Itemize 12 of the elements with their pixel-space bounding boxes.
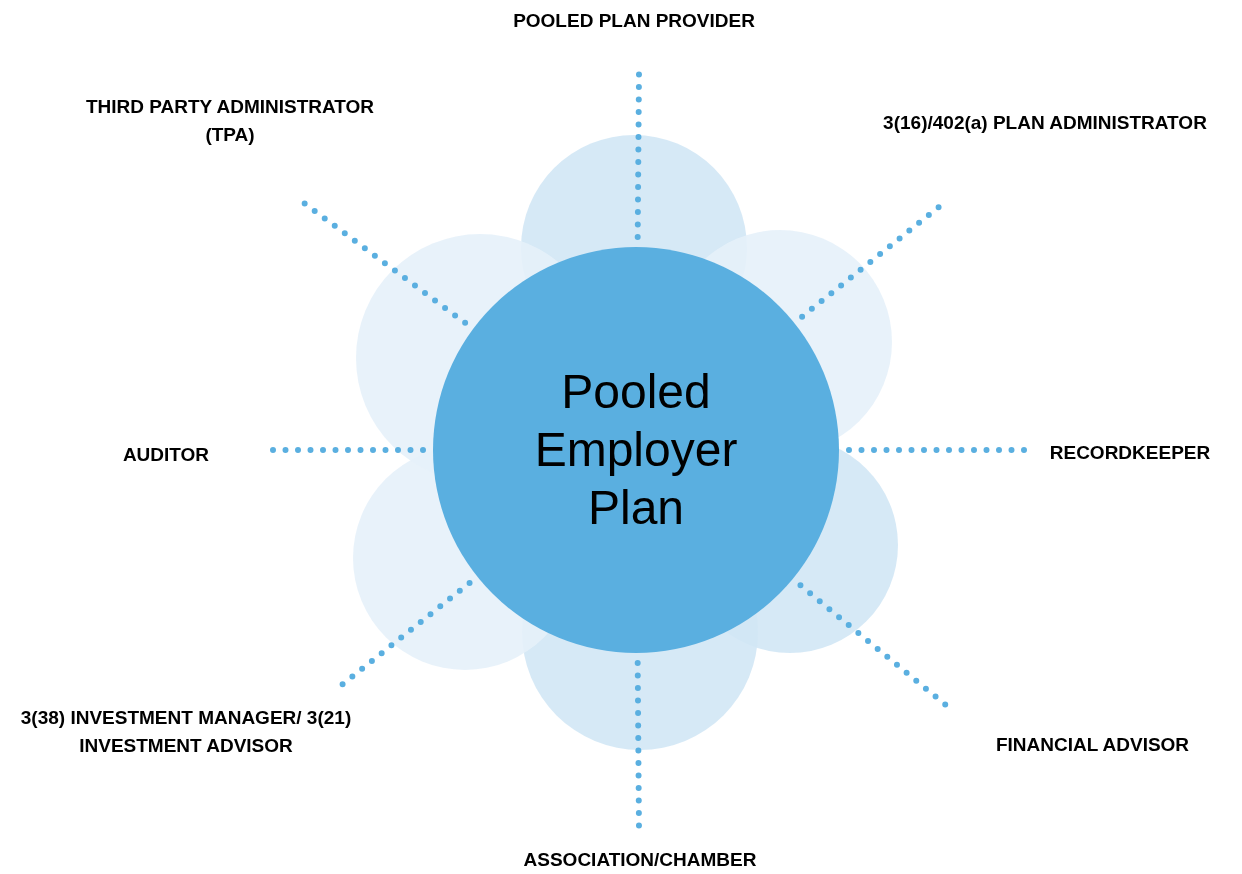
role-label: FINANCIAL ADVISOR <box>995 733 1190 757</box>
role-label: ASSOCIATION/CHAMBER <box>523 848 757 872</box>
role-label: THIRD PARTY ADMINISTRATOR (TPA) <box>84 95 376 147</box>
role-label: RECORDKEEPER <box>1049 441 1211 465</box>
role-label: POOLED PLAN PROVIDER <box>513 9 755 33</box>
role-label: 3(38) INVESTMENT MANAGER/ 3(21) INVESTMENT ADVISOR <box>19 706 353 758</box>
center-title: Pooled Employer Plan <box>533 364 739 536</box>
dotted-connector <box>634 69 642 240</box>
role-label: AUDITOR <box>122 443 210 467</box>
dotted-connector <box>797 582 950 709</box>
role-label: 3(16)/402(a) PLAN ADMINISTRATOR <box>883 111 1207 135</box>
dotted-connector <box>799 203 943 320</box>
